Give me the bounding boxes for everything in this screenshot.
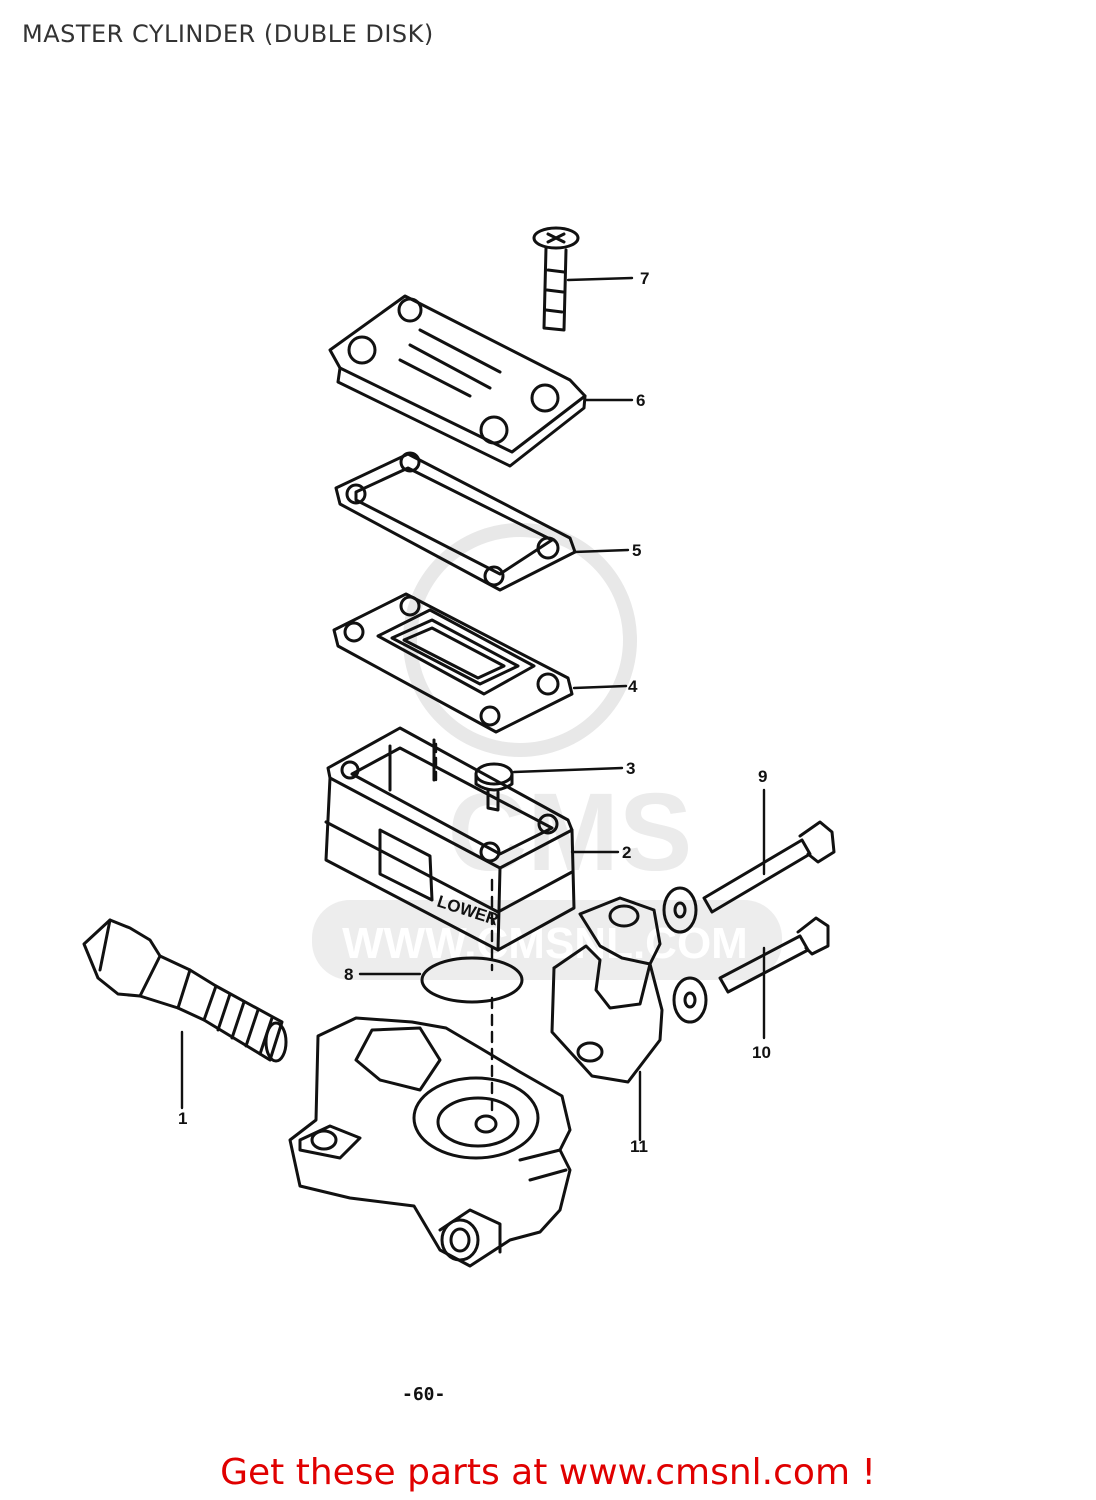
reservoir-body-part xyxy=(324,726,576,952)
clamp-part xyxy=(550,896,664,1084)
callout-7: 7 xyxy=(640,269,649,288)
callout-5: 5 xyxy=(632,541,641,560)
piston-part xyxy=(82,918,288,1063)
o-ring-part xyxy=(420,956,524,1004)
page-number: -60- xyxy=(402,1384,446,1405)
diaphragm-part xyxy=(332,592,574,734)
callout-8: 8 xyxy=(344,965,353,984)
callout-10: 10 xyxy=(752,1043,771,1062)
bolt-part xyxy=(702,820,836,994)
cylinder-body-part xyxy=(288,1016,572,1268)
reservoir-cap-part xyxy=(328,294,587,468)
callout-3: 3 xyxy=(626,759,635,778)
page-title: MASTER CYLINDER (DUBLE DISK) xyxy=(22,20,434,48)
callout-4: 4 xyxy=(628,677,638,696)
callout-11: 11 xyxy=(630,1137,648,1156)
washer-part xyxy=(662,886,708,1024)
gasket-part xyxy=(334,451,577,592)
callout-labels: 7 6 5 4 3 2 8 9 10 11 1 xyxy=(178,269,771,1156)
callout-9: 9 xyxy=(758,767,767,786)
callout-1: 1 xyxy=(178,1109,187,1128)
watermark-text: WWW.CMSNL.COM xyxy=(342,919,748,968)
leader-lines xyxy=(180,276,766,1142)
callout-2: 2 xyxy=(622,843,631,862)
screw-part xyxy=(532,226,580,332)
footer-link[interactable]: Get these parts at www.cmsnl.com ! xyxy=(220,1452,876,1493)
callout-6: 6 xyxy=(636,391,645,410)
